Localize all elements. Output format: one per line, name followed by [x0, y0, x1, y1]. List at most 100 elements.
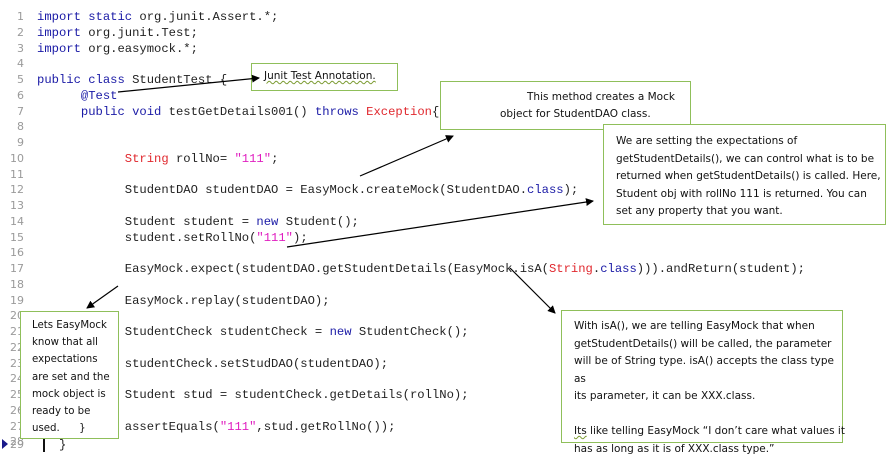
callout-replay-line: Lets EasyMock: [32, 317, 118, 334]
keyword-token: import: [37, 42, 88, 56]
keyword-token: new: [330, 325, 352, 339]
callout-isa-line: its parameter, it can be XXX.class.: [574, 388, 842, 406]
callout-isa-line: will be of String type. isA() accepts th…: [574, 353, 842, 388]
keyword-token: import static: [37, 10, 139, 24]
code-token: [37, 152, 125, 166]
callout-create-mock-line1: This method creates a Mock: [441, 89, 690, 106]
callout-expectations: We are setting the expectations of getSt…: [603, 124, 886, 225]
callout-isa: With isA(), we are telling EasyMock that…: [561, 310, 843, 443]
current-line-marker-icon: [2, 439, 8, 449]
code-token: StudentTest {: [132, 73, 227, 87]
type-token: Exception: [366, 105, 432, 119]
code-text: Student student = new Student();: [37, 214, 359, 230]
line-number: 15: [0, 230, 24, 246]
code-text: EasyMock.replay(studentDAO);: [37, 293, 330, 309]
code-line[interactable]: 19 EasyMock.replay(studentDAO);: [0, 293, 896, 309]
keyword-token: throws: [315, 105, 366, 119]
line-number: 13: [0, 198, 24, 214]
line-number: 11: [0, 167, 24, 183]
text-caret: [43, 437, 45, 452]
string-token: "111": [220, 420, 257, 434]
code-line[interactable]: 4: [0, 56, 896, 72]
code-token: {: [432, 105, 439, 119]
callout-isa-line: has as long as it is of XXX.class type.”: [574, 441, 842, 458]
code-text: }: [37, 437, 66, 453]
callout-create-mock: This method creates a Mock object for St…: [440, 81, 691, 130]
callout-annotation: Junit Test Annotation.: [251, 63, 398, 91]
line-number: 3: [0, 41, 24, 57]
callout-annotation-text: Junit Test Annotation.: [264, 70, 397, 82]
line-number: 10: [0, 151, 24, 167]
callout-create-mock-line2: object for StudentDAO class.: [441, 106, 690, 123]
code-text: import org.easymock.*;: [37, 41, 198, 57]
code-text: import static org.junit.Assert.*;: [37, 9, 278, 25]
code-text: public class StudentTest {: [37, 72, 227, 88]
code-text: student.setRollNo("111");: [37, 230, 308, 246]
line-number: 16: [0, 245, 24, 261]
keyword-token: class: [527, 183, 564, 197]
code-token: StudentCheck();: [352, 325, 469, 339]
code-token: EasyMock.expect(studentDAO.getStudentDet…: [37, 262, 549, 276]
code-token: student.setRollNo(: [37, 231, 256, 245]
code-token: testGetDetails001(): [169, 105, 315, 119]
line-number: 18: [0, 277, 24, 293]
string-token: "111": [234, 152, 271, 166]
callout-replay-line: ready to be: [32, 403, 118, 420]
line-number: 9: [0, 135, 24, 151]
keyword-token: import: [37, 26, 88, 40]
callout-replay-line: used. }: [32, 420, 118, 437]
code-text: @Test: [37, 88, 117, 104]
code-line[interactable]: 2 import org.junit.Test;: [0, 25, 896, 41]
line-number: 8: [0, 119, 24, 135]
keyword-token: class: [600, 262, 637, 276]
line-number: 14: [0, 214, 24, 230]
code-text: public void testGetDetails001() throws E…: [37, 104, 439, 120]
code-token: Student student =: [37, 215, 256, 229]
code-token: rollNo=: [169, 152, 235, 166]
code-line[interactable]: 17 EasyMock.expect(studentDAO.getStudent…: [0, 261, 896, 277]
callout-isa-line-rest: like telling EasyMock “I don’t care what…: [587, 425, 845, 437]
code-token: ,stud.getRollNo());: [256, 420, 395, 434]
callout-replay-line: expectations: [32, 351, 118, 368]
code-token: );: [293, 231, 308, 245]
line-number: 4: [0, 56, 24, 72]
code-token: org.easymock.*;: [88, 42, 198, 56]
code-line[interactable]: 18: [0, 277, 896, 293]
line-number: 17: [0, 261, 24, 277]
type-token: String: [549, 262, 593, 276]
code-token: org.junit.Test;: [88, 26, 198, 40]
callout-replay-line: are set and the: [32, 369, 118, 386]
code-token: );: [564, 183, 579, 197]
line-number: 7: [0, 104, 24, 120]
keyword-token: new: [256, 215, 278, 229]
code-token: Student();: [278, 215, 358, 229]
string-token: "111": [256, 231, 293, 245]
line-number: 2: [0, 25, 24, 41]
keyword-token: @Test: [37, 89, 117, 103]
type-token: String: [125, 152, 169, 166]
code-line[interactable]: 3 import org.easymock.*;: [0, 41, 896, 57]
callout-replay-line: know that all: [32, 334, 118, 351]
callout-expectations-line: getStudentDetails(), we can control what…: [616, 151, 885, 169]
line-number: 6: [0, 88, 24, 104]
code-token: org.junit.Assert.*;: [139, 10, 278, 24]
callout-expectations-line: Student obj with rollNo 111 is returned.…: [616, 186, 885, 204]
code-token: }: [37, 438, 66, 452]
callout-expectations-line: set any property that you want.: [616, 203, 885, 221]
code-token: StudentDAO studentDAO = EasyMock.createM…: [37, 183, 527, 197]
code-token: EasyMock.replay(studentDAO);: [37, 294, 330, 308]
code-text: import org.junit.Test;: [37, 25, 198, 41]
code-text: String rollNo= "111";: [37, 151, 278, 167]
code-line[interactable]: 1 import static org.junit.Assert.*;: [0, 9, 896, 25]
code-line[interactable]: 15 student.setRollNo("111");: [0, 230, 896, 246]
line-number: 19: [0, 293, 24, 309]
code-token: ))).andReturn(student);: [637, 262, 805, 276]
callout-isa-line: Its like telling EasyMock “I don’t care …: [574, 423, 842, 441]
code-line[interactable]: 16: [0, 245, 896, 261]
line-number: 12: [0, 182, 24, 198]
callout-isa-first-word: Its: [574, 425, 587, 437]
callout-replay: Lets EasyMock know that all expectations…: [20, 311, 119, 439]
callout-expectations-line: returned when getStudentDetails() is cal…: [616, 168, 885, 186]
keyword-token: public class: [37, 73, 132, 87]
line-number: 1: [0, 9, 24, 25]
